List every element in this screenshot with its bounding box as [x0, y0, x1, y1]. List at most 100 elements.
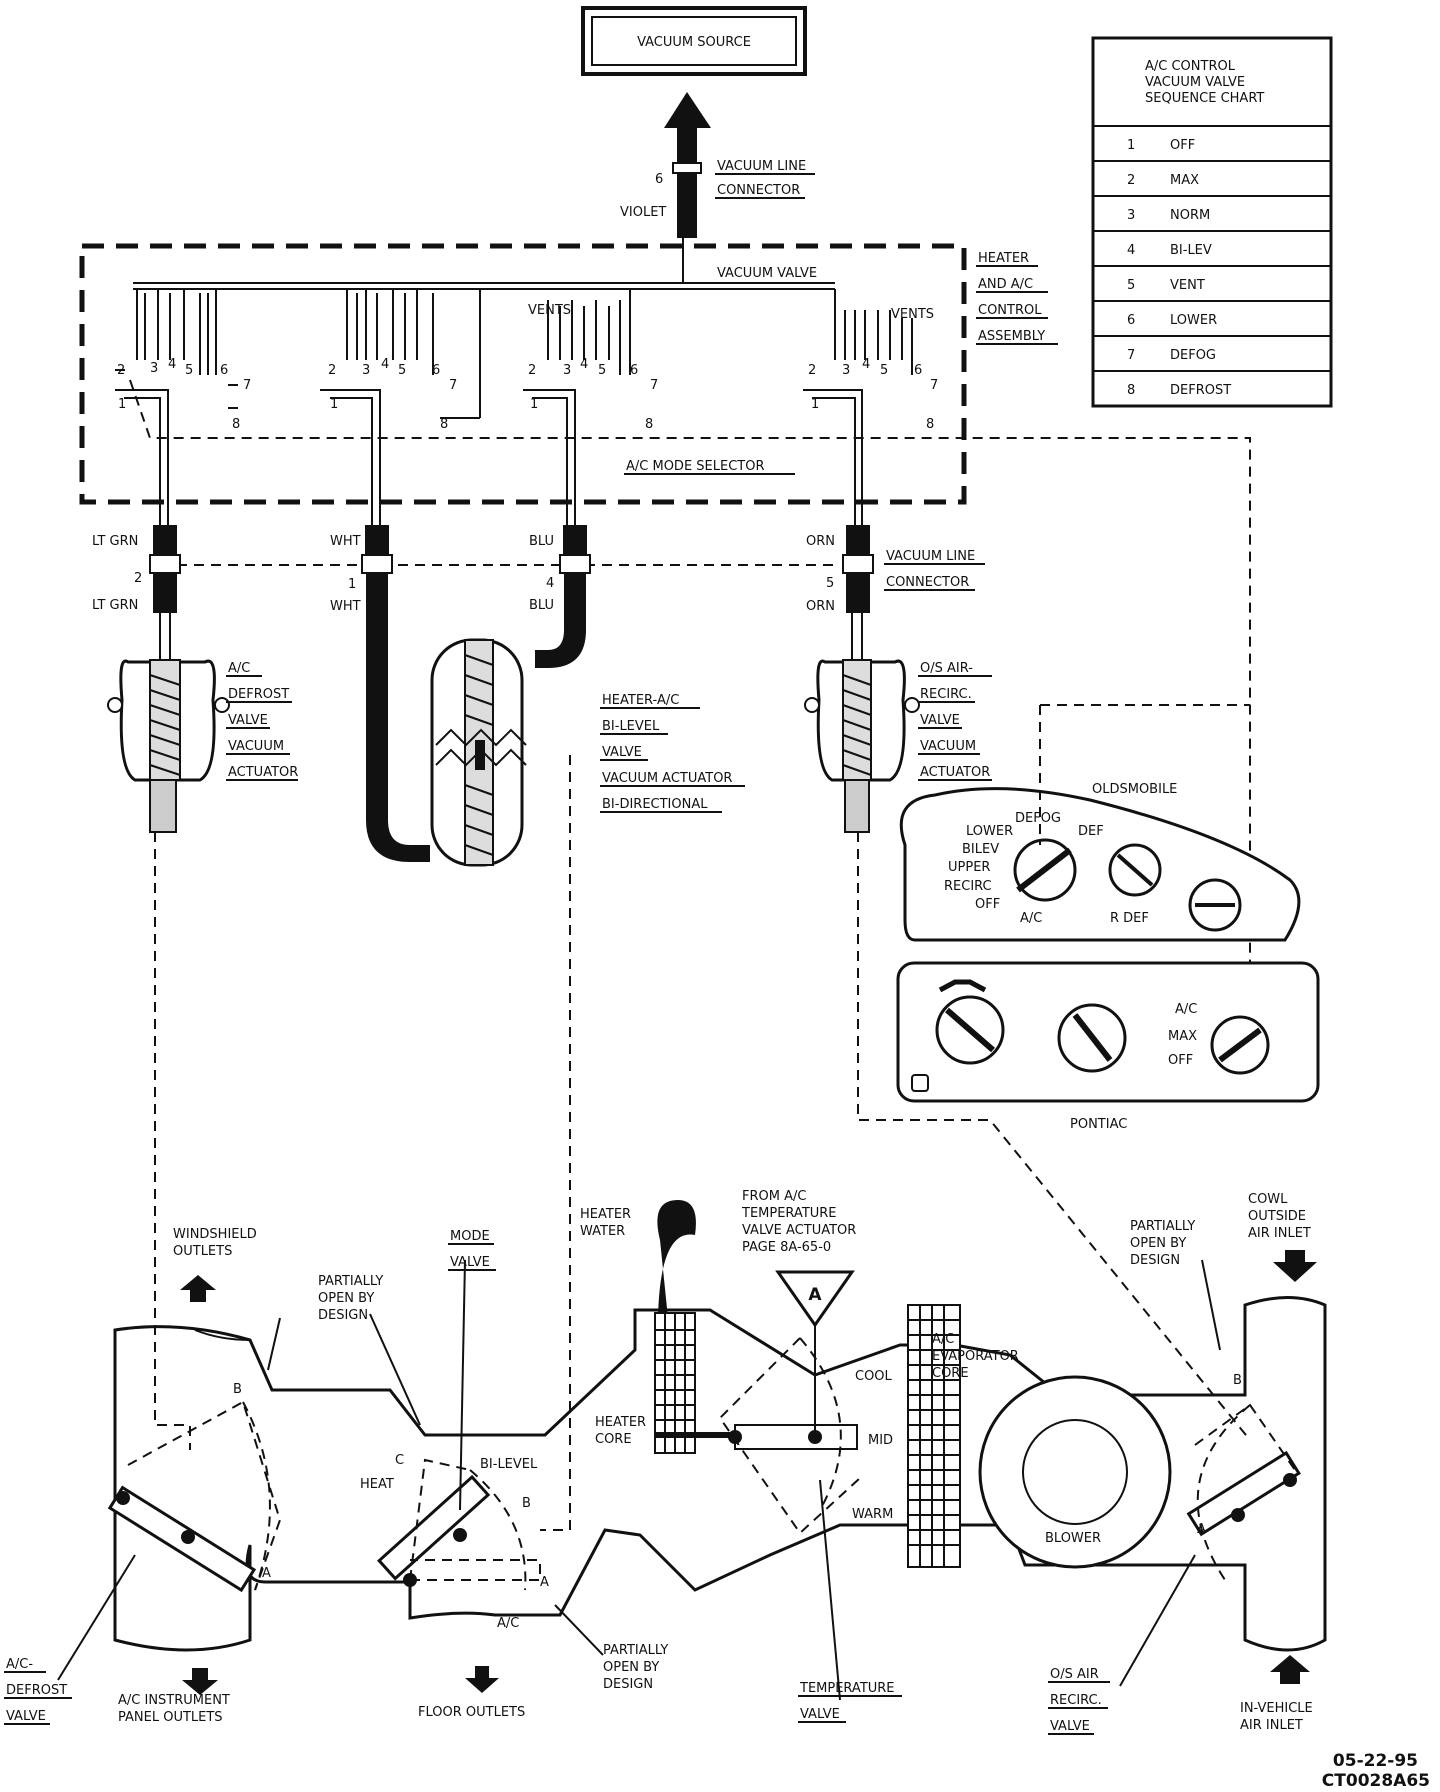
- temp-valve-1: TEMPERATURE: [799, 1681, 895, 1696]
- orn-bottom: ORN: [806, 599, 835, 614]
- violet-label: VIOLET: [620, 205, 666, 220]
- port-num: 6: [914, 363, 922, 378]
- port-num: 1: [530, 397, 538, 412]
- defrost-valve: [107, 1400, 282, 1593]
- ac-defrost-1: A/C-: [6, 1657, 33, 1672]
- letter-b-right: B: [1233, 1373, 1242, 1388]
- port-num: 2: [528, 363, 536, 378]
- control-assembly-box: [79, 243, 967, 505]
- temp-valve-2: VALVE: [800, 1707, 840, 1722]
- port-num: 6: [432, 363, 440, 378]
- port-num: 8: [645, 417, 653, 432]
- row-label: NORM: [1170, 208, 1210, 223]
- windshield-2: OUTLETS: [173, 1244, 232, 1259]
- figure-code: CT0028A65: [1322, 1771, 1430, 1791]
- recirc-actuator: [804, 659, 920, 833]
- sequence-chart: A/C CONTROL VACUUM VALVE SEQUENCE CHART …: [1091, 36, 1333, 408]
- mode-valve-1: MODE: [450, 1229, 490, 1244]
- triangle-letter: A: [808, 1285, 822, 1305]
- ac-duct-label: A/C: [497, 1616, 519, 1631]
- evap-3: CORE: [932, 1366, 969, 1381]
- from-ac-3: VALVE ACTUATOR: [742, 1223, 856, 1238]
- control-assembly-1: HEATER: [978, 251, 1029, 266]
- row-num: 3: [1127, 208, 1135, 223]
- port-num: 5: [185, 363, 193, 378]
- heater-water-1: HEATER: [580, 1207, 631, 1222]
- lbl: BI-DIRECTIONAL: [602, 797, 708, 812]
- lbl: DEFROST: [228, 687, 289, 702]
- lbl: RECIRC.: [920, 687, 972, 702]
- port-num: 5: [880, 363, 888, 378]
- lt-grn-bottom: LT GRN: [92, 598, 138, 613]
- windshield-outlet-duct: [113, 1329, 251, 1640]
- duct-outline: [113, 1296, 1327, 1652]
- row-num: 1: [1127, 138, 1135, 153]
- pontiac-label: OFF: [1168, 1053, 1193, 1068]
- ac-instrument-1: A/C INSTRUMENT: [118, 1693, 230, 1708]
- hose-orn: [842, 525, 874, 660]
- from-ac-2: TEMPERATURE: [741, 1206, 837, 1221]
- n4: 4: [546, 576, 554, 591]
- in-vehicle-1: IN-VEHICLE: [1240, 1701, 1313, 1716]
- partial-2b: OPEN BY: [1130, 1236, 1186, 1251]
- from-ac-4: PAGE 8A-65-0: [742, 1240, 831, 1255]
- cowl-1: COWL: [1248, 1192, 1288, 1207]
- defrost-actuator: [107, 659, 230, 833]
- oldsmobile-title: OLDSMOBILE: [1092, 782, 1177, 797]
- row-label: LOWER: [1170, 313, 1217, 328]
- olds-label: DEF: [1078, 824, 1104, 839]
- lt-grn-top: LT GRN: [92, 534, 138, 549]
- port-numbers-2: 2 3 4 5 6 7 1 8: [328, 357, 457, 432]
- port-num: 1: [118, 397, 126, 412]
- recirc-valve-2: RECIRC.: [1050, 1693, 1102, 1708]
- lbl: ACTUATOR: [228, 765, 298, 780]
- ac-defrost-2: DEFROST: [6, 1683, 67, 1698]
- vac-line-conn-top-1: VACUUM LINE: [717, 159, 806, 174]
- recirc-valve-1: O/S AIR: [1050, 1667, 1099, 1682]
- blu-top: BLU: [529, 534, 554, 549]
- selector-dashed-link: [129, 379, 1251, 975]
- partial-2c: DESIGN: [1130, 1253, 1180, 1268]
- vacuum-source-box: VACUUM SOURCE: [581, 6, 807, 76]
- bi-level-label: BI-LEVEL: [480, 1457, 538, 1472]
- port-num: 3: [563, 363, 571, 378]
- lbl: VALVE: [920, 713, 960, 728]
- letter-b-mode: B: [522, 1496, 531, 1511]
- in-vehicle-2: AIR INLET: [1240, 1718, 1303, 1733]
- warm-label: WARM: [852, 1507, 893, 1522]
- port-num: 4: [862, 357, 870, 372]
- letter-a-left: A: [262, 1566, 271, 1581]
- floor-outlets: FLOOR OUTLETS: [418, 1705, 525, 1720]
- ac-defrost-3: VALVE: [6, 1709, 46, 1724]
- vacuum-arrow: [664, 92, 711, 238]
- heat-label: HEAT: [360, 1477, 394, 1492]
- temperature-valve: [718, 1337, 861, 1535]
- lbl: VACUUM: [228, 739, 284, 754]
- recirc-valve: [1186, 1403, 1301, 1581]
- wht-top: WHT: [330, 534, 361, 549]
- blower: [978, 1375, 1172, 1569]
- letter-b-left: B: [233, 1382, 242, 1397]
- lbl: VACUUM: [920, 739, 976, 754]
- pontiac-label: MAX: [1168, 1029, 1197, 1044]
- evap-2: EVAPORATOR: [932, 1349, 1019, 1364]
- port-numbers-3: 2 3 4 5 6 7 1 8: [528, 357, 658, 432]
- chart-title-2: VACUUM VALVE: [1145, 75, 1245, 90]
- partial-3c: DESIGN: [603, 1677, 653, 1692]
- port-num: 6: [220, 363, 228, 378]
- figure-date: 05-22-95: [1333, 1751, 1418, 1771]
- olds-label: BILEV: [962, 842, 999, 857]
- port-num: 1: [330, 397, 338, 412]
- olds-label: OFF: [975, 897, 1000, 912]
- port-num: 2: [117, 363, 125, 378]
- pontiac-title: PONTIAC: [1070, 1117, 1127, 1132]
- port-num: 3: [842, 363, 850, 378]
- heater-core-2: CORE: [595, 1432, 632, 1447]
- row-label: OFF: [1170, 138, 1195, 153]
- hose-wht: [361, 525, 430, 862]
- n5: 5: [826, 576, 834, 591]
- defrost-link-dashed: [154, 832, 191, 1450]
- port-num: 3: [150, 361, 158, 376]
- mode-valve: [377, 1458, 541, 1591]
- letter-c: C: [395, 1453, 404, 1468]
